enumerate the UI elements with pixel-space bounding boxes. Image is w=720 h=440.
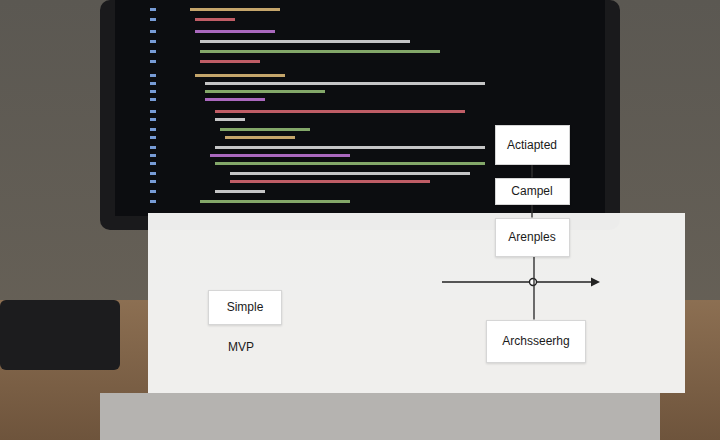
stage-label: MVP (228, 340, 254, 354)
phone (0, 300, 120, 370)
stage-box: Arenples (495, 218, 570, 257)
box-label: Archsseerhg (502, 334, 569, 348)
stage-box: Campel (495, 178, 570, 205)
axis-dot (530, 279, 537, 286)
overlay-panel (148, 213, 685, 393)
box-label: Simple (227, 300, 264, 314)
stage-box: Archsseerhg (486, 320, 586, 363)
connector-line (532, 165, 533, 178)
axis-line (442, 281, 594, 283)
code-lines (150, 8, 485, 203)
axis-arrowhead (591, 278, 600, 287)
screen (115, 0, 605, 216)
laptop-base (100, 393, 660, 440)
start-box: Simple (208, 290, 282, 325)
box-label: Campel (511, 184, 552, 198)
connector-line (532, 205, 533, 218)
laptop-lid (100, 0, 620, 230)
box-label: Actiapted (507, 138, 557, 152)
stage-box: Actiapted (495, 125, 570, 165)
box-label: Arenples (508, 230, 555, 244)
connector-line (534, 257, 535, 320)
